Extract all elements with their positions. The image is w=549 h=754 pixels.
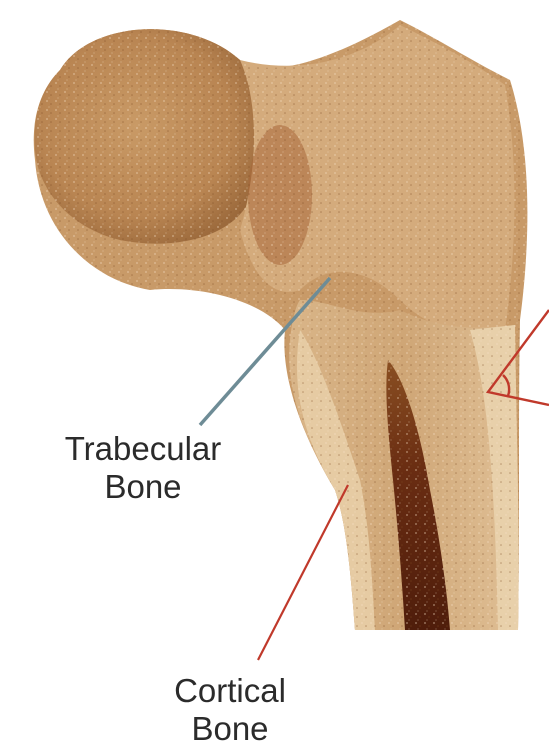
- cortical-bone-label: Cortical Bone: [120, 672, 340, 748]
- trabecular-bone-label: Trabecular Bone: [28, 430, 258, 506]
- cortical-pointer-line: [258, 485, 348, 660]
- cortical-label-line-1: Cortical: [120, 672, 340, 710]
- trabecular-label-line-1: Trabecular: [28, 430, 258, 468]
- bone-texture: [34, 20, 528, 630]
- cortical-label-line-2: Bone: [120, 710, 340, 748]
- trabecular-label-line-2: Bone: [28, 468, 258, 506]
